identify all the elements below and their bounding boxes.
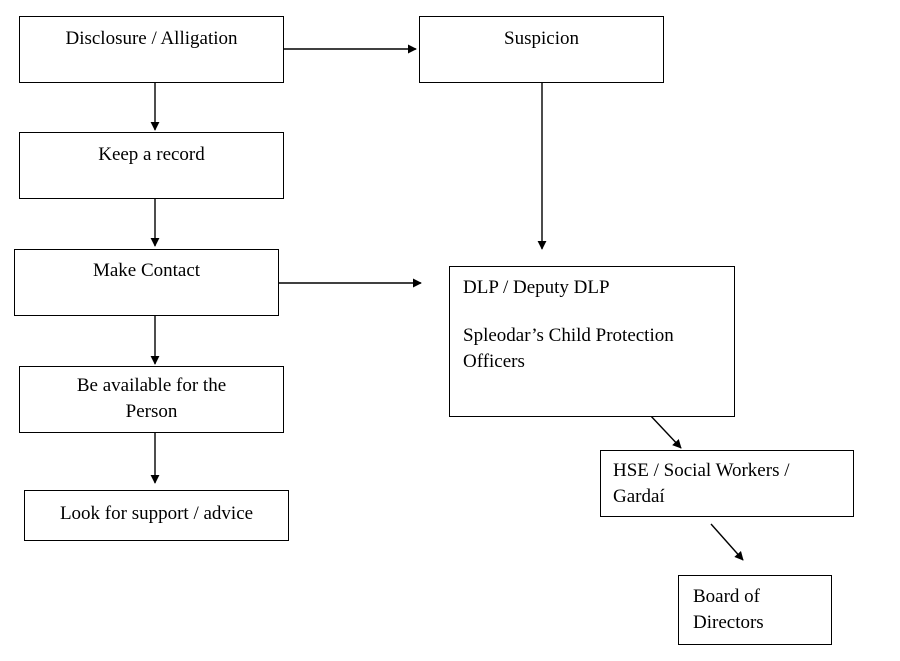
arrow-dlp-to-hse: [648, 413, 682, 449]
box-label: Suspicion: [504, 28, 579, 49]
box-look-for-support: Look for support / advice: [24, 490, 289, 541]
box-suspicion: Suspicion: [419, 16, 664, 83]
box-dlp-deputy-dlp: DLP / Deputy DLP Spleodar’s Child Protec…: [449, 266, 735, 417]
box-label: Make Contact: [92, 260, 201, 281]
box-keep-a-record: Keep a record: [19, 132, 284, 199]
box-label-cpo-line-2: Officers: [463, 351, 525, 372]
box-hse-social-workers-gardai: HSE / Social Workers / Gardaí: [600, 450, 854, 517]
box-label: Look for support / advice: [59, 503, 254, 524]
box-make-contact: Make Contact: [14, 249, 279, 316]
box-board-of-directors: Board of Directors: [678, 575, 832, 645]
box-label-line-2: Person: [125, 401, 178, 422]
box-label-line-1: Board of: [693, 586, 761, 607]
box-label-dlp: DLP / Deputy DLP: [463, 277, 610, 298]
box-label-cpo-line-1: Spleodar’s Child Protection: [463, 325, 674, 346]
arrow-hse-to-board: [710, 523, 744, 561]
box-label-line-2: Gardaí: [613, 486, 665, 507]
box-be-available: Be available for the Person: [19, 366, 284, 433]
box-disclosure-alligation: Disclosure / Alligation: [19, 16, 284, 83]
box-label-line-2: Directors: [693, 612, 764, 633]
box-label: Keep a record: [98, 144, 205, 165]
box-label: Disclosure / Alligation: [65, 28, 238, 49]
box-label-line-1: Be available for the: [76, 375, 227, 396]
box-label-line-1: HSE / Social Workers /: [613, 460, 790, 481]
